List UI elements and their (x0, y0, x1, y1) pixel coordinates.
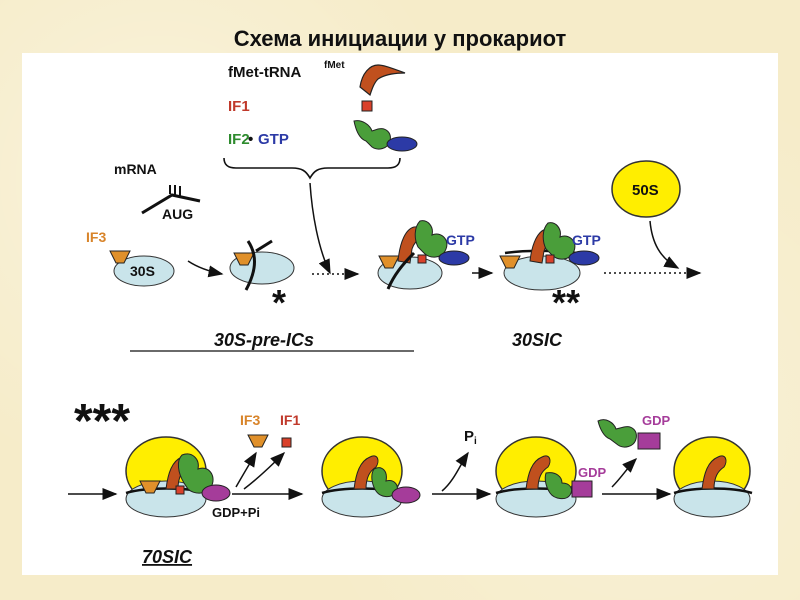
fmet-trna-label: fMet-tRNA (228, 64, 301, 81)
if2-gtp-legend-icon (353, 120, 418, 152)
if2-gdp-released (597, 419, 661, 450)
if1-released-label: IF1 (280, 412, 300, 428)
aug-label: AUG (162, 206, 193, 222)
if2-dot: • (248, 131, 253, 148)
star-1: * (272, 282, 286, 323)
if1-released-icon (281, 437, 292, 448)
gdp-pi-label: GDP+Pi (212, 505, 260, 520)
if1-legend-icon (361, 100, 373, 112)
70s-complex-a (125, 436, 231, 518)
gdp-label-70s: GDP (578, 465, 607, 480)
30sic-complex (499, 222, 600, 291)
gtp-label-30sic: GTP (572, 232, 601, 248)
initiation-diagram: fMet-tRNA fMet IF1 IF2 • GTP mRNA AUG IF… (68, 60, 753, 567)
50s-label: 50S (632, 182, 659, 199)
pi-label: P (464, 428, 474, 445)
pre-ics-caption: 30S-pre-ICs (214, 330, 314, 350)
arrow-50s-join (649, 220, 680, 269)
arrow-gdp-release (611, 457, 638, 488)
diagram-panel: fMet-tRNA fMet IF1 IF2 • GTP mRNA AUG IF… (22, 53, 778, 575)
mrna-strand (141, 193, 201, 215)
gtp-label-preic: GTP (446, 232, 475, 248)
if3-released-icon (247, 434, 269, 448)
gtp-label: GTP (258, 131, 289, 148)
if3-label: IF3 (86, 229, 106, 245)
if3-released-label: IF3 (240, 412, 260, 428)
arrow-if3-release (235, 451, 257, 488)
if1-label: IF1 (228, 98, 250, 115)
70s-complex-b (321, 436, 421, 518)
30sic-caption: 30SIC (512, 330, 563, 350)
if2-label: IF2 (228, 131, 250, 148)
70s-complex-d (673, 436, 753, 518)
ribosome-50s (611, 160, 681, 218)
gdp-label-released: GDP (642, 413, 671, 428)
30s-label: 30S (130, 263, 155, 279)
70s-complex-c (495, 436, 593, 518)
pre-ic-complex (229, 239, 295, 291)
pi-subscript: i (474, 436, 477, 447)
ribosome-30s (113, 255, 175, 287)
arrow-1 (187, 260, 224, 278)
arrow-pi-release (441, 451, 469, 492)
star-3: *** (74, 395, 130, 448)
70sic-caption: 70SIC (142, 547, 193, 567)
page-title: Схема инициации у прокариот (233, 26, 567, 51)
if3-icon (109, 250, 131, 264)
arrow-if1-release (243, 451, 286, 490)
fmet-superscript: fMet (324, 60, 345, 71)
factors-arrow (309, 182, 331, 275)
trna-legend-icon (359, 64, 406, 97)
factor-bracket (223, 157, 401, 180)
mrna-label: mRNA (114, 161, 157, 177)
pre-ic-with-factors (377, 220, 470, 290)
star-2: ** (552, 282, 580, 323)
